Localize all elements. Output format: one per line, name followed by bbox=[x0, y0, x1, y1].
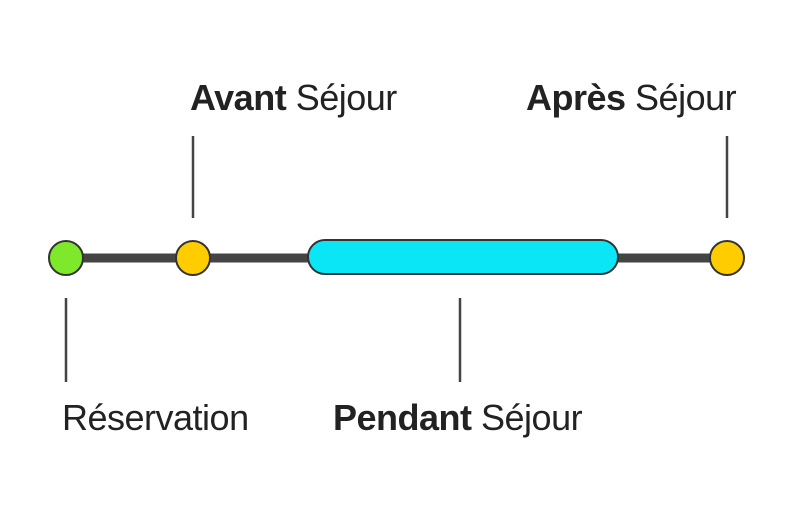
label-apres-bold: Après bbox=[526, 77, 626, 118]
label-avant-sejour: Avant Séjour bbox=[190, 78, 397, 118]
reservation-dot bbox=[48, 240, 84, 276]
label-pendant-sejour: Pendant Séjour bbox=[333, 397, 583, 438]
stay-bar bbox=[307, 239, 619, 275]
label-pendant-rest: Séjour bbox=[471, 397, 583, 438]
label-avant-rest: Séjour bbox=[286, 77, 398, 118]
label-reservation-text: Réservation bbox=[62, 397, 249, 438]
avant-dot bbox=[175, 240, 211, 276]
apres-dot bbox=[709, 240, 745, 276]
label-apres-sejour: Après Séjour bbox=[526, 77, 737, 118]
label-apres-rest: Séjour bbox=[625, 77, 737, 118]
label-avant-bold: Avant bbox=[190, 77, 287, 118]
label-pendant-bold: Pendant bbox=[333, 397, 472, 438]
label-reservation: Réservation bbox=[62, 398, 249, 438]
